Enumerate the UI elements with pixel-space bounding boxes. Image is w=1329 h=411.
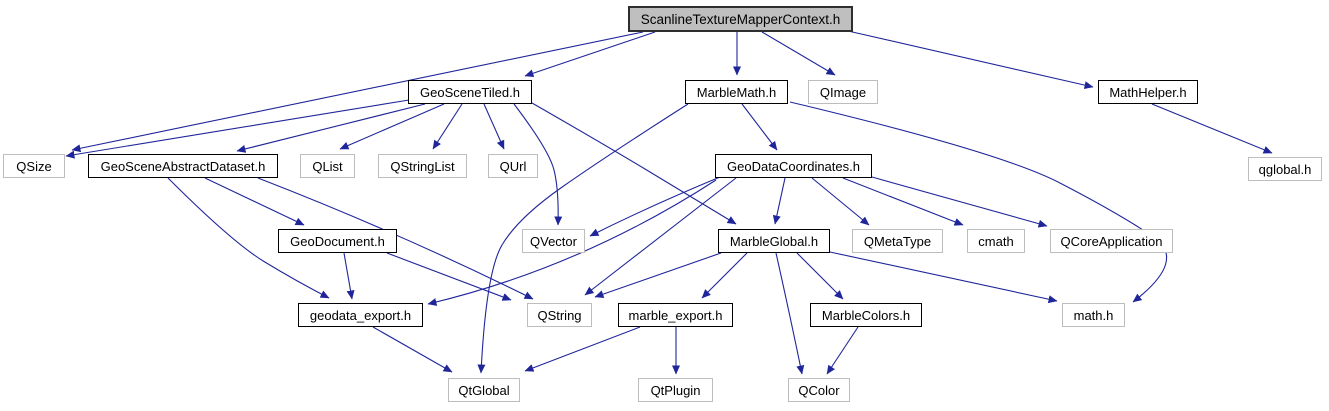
node-label: QtGlobal <box>458 382 510 398</box>
node-label: MathHelper.h <box>1109 84 1187 100</box>
include-edge-mathhelper-to-qglobal_h <box>1151 103 1273 154</box>
node-label: QString <box>537 307 582 323</box>
node-label: GeoDocument.h <box>290 233 385 249</box>
include-edge-geoscenetiled-to-qlist <box>339 103 445 150</box>
node-marblecolors[interactable]: MarbleColors.h <box>810 303 922 327</box>
node-label: QUrl <box>499 158 527 174</box>
node-label: QMetaType <box>863 233 932 249</box>
include-edge-marbleglobal-to-math_h <box>829 251 1058 304</box>
node-qstring: QString <box>527 303 592 327</box>
node-geosceneabstract[interactable]: GeoSceneAbstractDataset.h <box>88 154 278 178</box>
node-label: MarbleMath.h <box>696 84 777 100</box>
include-edge-geoscenetiled-to-qurl <box>483 103 505 150</box>
node-qmetatype: QMetaType <box>852 229 943 253</box>
node-label: QList <box>312 158 343 174</box>
include-edge-geodatacoords-to-marbleglobal <box>772 177 786 225</box>
node-label: geodata_export.h <box>309 307 412 323</box>
node-qcoreapp: QCoreApplication <box>1050 229 1173 253</box>
include-edge-marblecolors-to-qcolor <box>826 326 859 375</box>
include-edge-geosceneabstract-to-qstring <box>257 177 534 300</box>
include-edge-geodocument-to-qstring <box>386 252 512 301</box>
node-qurl: QUrl <box>488 154 538 178</box>
include-edge-geodatacoords-to-qvector <box>589 176 721 237</box>
node-label: MarbleColors.h <box>821 307 911 323</box>
include-edge-scanline-to-qsize <box>71 31 644 153</box>
node-geodata_export[interactable]: geodata_export.h <box>298 303 423 327</box>
node-mathhelper[interactable]: MathHelper.h <box>1098 80 1198 104</box>
node-label: QStringList <box>390 158 455 174</box>
include-edge-marble_export-to-qtglobal <box>524 326 641 372</box>
include-edge-geoscenetiled-to-geosceneabstract <box>236 103 426 153</box>
include-edge-scanline-to-mathhelper <box>847 30 1094 90</box>
include-edge-scanline-to-qimage <box>761 31 836 76</box>
include-edge-scanline-to-geoscenetiled <box>524 31 656 78</box>
node-geodatacoords[interactable]: GeoDataCoordinates.h <box>715 154 872 178</box>
include-edge-geodatacoords-to-qstring <box>584 177 737 296</box>
node-label: ScanlineTextureMapperContext.h <box>640 11 841 27</box>
node-label: GeoSceneAbstractDataset.h <box>100 158 266 174</box>
node-scanline: ScanlineTextureMapperContext.h <box>628 6 853 32</box>
include-edge-marbleglobal-to-qstring <box>594 252 722 298</box>
node-label: QCoreApplication <box>1060 233 1163 249</box>
include-edge-marbleglobal-to-qcolor <box>775 252 805 375</box>
node-qglobal_h: qglobal.h <box>1248 157 1322 181</box>
node-label: QSize <box>16 158 52 174</box>
node-qstringlist: QStringList <box>378 154 467 178</box>
node-label: cmath <box>978 233 1014 249</box>
node-qcolor: QColor <box>788 378 850 402</box>
include-edge-marbleglobal-to-marblecolors <box>796 252 844 300</box>
node-geoscenetiled[interactable]: GeoSceneTiled.h <box>408 80 532 104</box>
node-marble_export[interactable]: marble_export.h <box>618 303 733 327</box>
include-edge-geodatacoords-to-qmetatype <box>811 177 870 226</box>
node-marblemath[interactable]: MarbleMath.h <box>685 80 788 104</box>
include-edge-geodocument-to-geodata_export <box>343 252 355 300</box>
include-edge-geosceneabstract-to-geodata_export <box>167 177 330 299</box>
node-math_h: math.h <box>1062 303 1125 327</box>
include-edge-geodatacoords-to-geodata_export <box>427 179 717 306</box>
include-edge-geoscenetiled-to-qsize <box>65 99 410 159</box>
node-qtplugin: QtPlugin <box>638 378 713 402</box>
include-edge-geoscenetiled-to-qvector <box>513 103 563 226</box>
node-label: GeoSceneTiled.h <box>420 84 520 100</box>
node-label: QColor <box>798 382 840 398</box>
node-label: MarbleGlobal.h <box>729 233 819 249</box>
node-label: marble_export.h <box>628 307 723 323</box>
include-edge-geoscenetiled-to-marbleglobal <box>531 102 737 225</box>
node-label: QImage <box>819 84 867 100</box>
node-qsize: QSize <box>3 154 65 178</box>
include-edge-marblemath-to-math_h <box>789 101 1168 303</box>
node-marbleglobal[interactable]: MarbleGlobal.h <box>718 229 830 253</box>
node-qlist: QList <box>300 154 355 178</box>
include-edge-geodatacoords-to-qcoreapp <box>871 176 1048 228</box>
include-edge-geodata_export-to-qtglobal <box>372 326 453 373</box>
include-edge-marblemath-to-geodatacoords <box>741 103 778 151</box>
include-edge-marbleglobal-to-marble_export <box>701 252 748 299</box>
node-qvector: QVector <box>522 229 585 253</box>
node-label: QtPlugin <box>650 382 701 398</box>
node-label: math.h <box>1073 307 1114 323</box>
include-edge-geodatacoords-to-cmath <box>842 177 964 226</box>
node-label: QVector <box>530 233 577 249</box>
node-label: GeoDataCoordinates.h <box>727 158 860 174</box>
include-edge-geoscenetiled-to-qstringlist <box>432 103 463 150</box>
node-qtglobal: QtGlobal <box>448 378 520 402</box>
node-qimage: QImage <box>808 80 878 104</box>
node-label: qglobal.h <box>1258 161 1312 177</box>
node-geodocument[interactable]: GeoDocument.h <box>278 229 397 253</box>
node-cmath: cmath <box>967 229 1025 253</box>
include-edge-geosceneabstract-to-geodocument <box>204 177 305 226</box>
include-edge-marblemath-to-qtglobal <box>477 103 689 374</box>
